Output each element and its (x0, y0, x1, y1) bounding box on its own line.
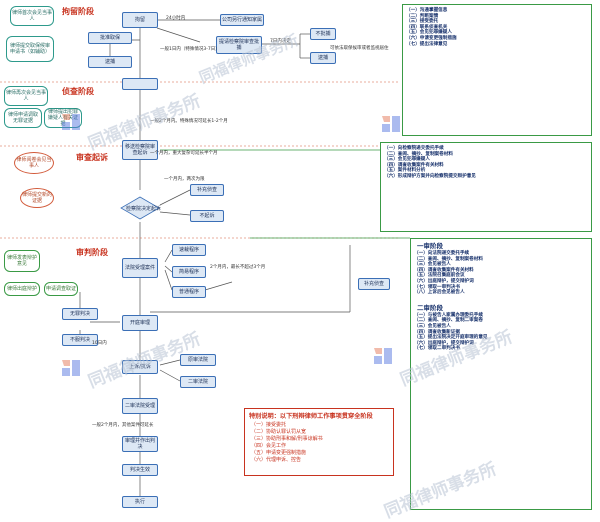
box-dissatisfied-judgment: 不服判决 (62, 334, 98, 346)
box-original-court: 原审法院 (180, 354, 216, 366)
panel-review-line-1: （一）向检察院递交委托手续 (384, 146, 444, 151)
anno-bail-note: 可依法取保候审或者监视居住 (330, 46, 389, 51)
stage-trial-label: 审判阶段 (76, 248, 108, 257)
special-note-item-3: （三）协助刑事和解/刑事谅解书 (251, 436, 323, 442)
box-court-accept: 法院受理案件 (122, 258, 158, 278)
box-investigation-node (122, 78, 158, 90)
box-trial-judgment: 审理并作出判决 (122, 436, 158, 452)
box-ordinary-procedure: 普通程序 (172, 286, 206, 298)
panel-first-line-7: （七）领取一审判决书 (414, 284, 460, 290)
box-not-guilty-judgment: 无罪判决 (62, 308, 98, 320)
special-note-item-6: （六）代理申诉、控告 (251, 457, 302, 463)
note-second-meeting: 律师再次会见当事人 (4, 86, 48, 106)
panel-top-line-1: （一）沟通掌握信息 (406, 8, 448, 13)
box-second-court: 二审法院 (180, 376, 216, 388)
panel-review-line-4: （四）调查收集案件有关材料 (384, 162, 444, 168)
box-appeal: 上诉/抗诉 (122, 360, 158, 374)
note-investigation-request: 申请调查取证 (44, 282, 78, 296)
panel-top-line-7: （七）提出法律意见 (406, 41, 448, 47)
box-notify-family: 公司另行通知家属 (220, 14, 264, 26)
box-enforce: 执行 (122, 496, 158, 508)
panel-first-line-5: （五）法院召集庭前会议 (414, 273, 465, 279)
panel-second-line-2: （二）查阅、摘抄、复制二审案卷 (414, 318, 483, 324)
panel-top-line-3: （三）接受委托 (406, 19, 439, 25)
note-provide-evidence: 律师提出犯罪嫌疑人有关证据 (44, 108, 82, 128)
anno-2-months: 一般2个月内。特殊情况可延长1-2个月 (150, 119, 228, 124)
panel-top-line-6: （六）申请变更强制措施 (406, 35, 457, 41)
panel-first-line-6: （六）出庭辩护，提交辩护词 (414, 278, 474, 284)
box-supplement-investigation-2: 补充侦查 (358, 278, 390, 290)
panel-top-line-5: （五）会见犯罪嫌疑人 (406, 30, 452, 36)
stage-review-label: 审查起诉 (76, 153, 108, 162)
panel-review-tasks: （一）向检察院递交委托手续 （二）查阅、摘抄、复制案卷材料 （三）会见犯罪嫌疑人… (380, 142, 592, 232)
panel-second-line-7: （七）领取二审判决书 (414, 346, 460, 352)
anno-1-3-days: 一般1日内（特殊情况3-7日） (160, 47, 220, 52)
anno-10-days: 10日内 (92, 341, 107, 346)
panel-second-line-5: （五）提出法院决定开庭审理的意见 (414, 335, 488, 341)
panel-first-line-1: （一）向法院递交委托手续 (414, 251, 470, 256)
panel-review-line-2: （二）查阅、摘抄、复制案卷材料 (384, 151, 453, 157)
panel-first-line-8: （八）上诉后会见被告人 (414, 290, 465, 296)
anno-1-month: 一个月内，重大复杂可延长半个月 (150, 151, 218, 156)
box-supplement-investigation: 补充侦查 (190, 184, 224, 196)
panel-trial-tasks: 一审阶段 （一）向法院递交委托手续 （二）查阅、摘抄、复制案卷材料 （三）会见被… (410, 238, 592, 510)
special-note-item-5: （五）申请变更强制措施 (251, 450, 307, 456)
anno-7-days: 7日内决定 (270, 39, 291, 44)
box-trial: 开庭审理 (122, 315, 158, 331)
panel-second-line-6: （六）出庭辩护，提交辩护词 (414, 340, 474, 346)
panel-top-line-4: （四）联系侦查机关 (406, 24, 448, 30)
panel-review-line-5: （五）案件材料分析 (384, 168, 426, 174)
box-summary-procedure: 简易程序 (172, 266, 206, 278)
box-arrest: 逮捕 (310, 52, 336, 64)
note-new-evidence: 律师提交新的证据 (20, 188, 54, 208)
decision-diamond (120, 196, 160, 220)
box-detain: 拘留 (122, 12, 158, 28)
special-note-title: 特别说明：以下刑辩律师工作事项贯穿全阶段 (249, 413, 373, 420)
stage-investigation-label: 侦查阶段 (62, 87, 94, 96)
panel-review-line-3: （三）会见犯罪嫌疑人 (384, 157, 430, 163)
special-note-box: 特别说明：以下刑辩律师工作事项贯穿全阶段 （一）接受委托 （二）协助认罪认罚从宽… (244, 408, 394, 476)
panel-first-instance-title: 一审阶段 (417, 242, 443, 250)
anno-second-months: 一般2个月内，其他案件可延长 (92, 423, 154, 428)
panel-review-line-6: （六）形成辩护方案并向检察院提交辩护意见 (384, 173, 476, 179)
box-submit-arrest-review: 提请检察院审查批捕 (216, 36, 262, 54)
panel-investigation-tasks: （一）沟通掌握信息 （二）判断案情 （三）接受委托 （四）联系侦查机关 （五）会… (402, 4, 592, 136)
anno-24h: 24小时内 (166, 16, 186, 21)
box-judgment-effective: 判决生效 (122, 464, 158, 476)
decision-label: 检察院决定起诉 (126, 206, 162, 212)
note-defense-opinion: 律师发表辩护意见 (4, 250, 40, 272)
panel-second-line-4: （四）调查收集新证据 (414, 329, 460, 335)
note-request-evidence: 律师申请调取无罪证据 (4, 108, 42, 128)
box-second-trial-accept: 二审法院受理 (122, 398, 158, 414)
anno-1-month-supp: 一个月内，两次为限 (164, 177, 205, 182)
note-court-defense: 律师出庭辩护 (4, 282, 40, 296)
box-simplified-procedure: 速裁程序 (172, 244, 206, 256)
panel-second-instance-title: 二审阶段 (417, 303, 443, 312)
panel-first-line-4: （四）调查收集案件有关材料 (414, 267, 474, 273)
special-note-item-2: （二）协助认罪认罚从宽 (251, 429, 307, 435)
panel-top-line-2: （二）判断案情 (406, 13, 439, 19)
panel-first-line-2: （二）查阅、摘抄、复制案卷材料 (414, 256, 483, 262)
panel-second-line-1: （一）与被告人家属办理委托手续 (414, 312, 483, 318)
box-release-bail: 批准取保 (88, 32, 132, 44)
box-not-arrest: 不批捕 (310, 28, 336, 40)
special-note-item-4: （四）会见工作 (251, 443, 287, 449)
special-note-item-1: （一）接受委托 (251, 422, 287, 428)
box-not-prosecute: 不起诉 (190, 210, 224, 222)
box-review-transfer: 移送检察院审查起诉 (122, 140, 158, 160)
note-review-meeting: 律师阅卷会见当事人 (14, 152, 54, 174)
stage-detention-label: 拘留阶段 (62, 7, 94, 16)
anno-trial-months: 2个月内，最长不超过3个月 (210, 265, 266, 270)
panel-second-line-3: （三）会见被告人 (414, 323, 451, 329)
box-arrest-approval: 逮捕 (88, 56, 132, 68)
panel-first-line-3: （三）会见被告人 (414, 262, 451, 268)
note-bail-application: 律师提交取保候审申请书（如辅助） (6, 36, 54, 62)
note-first-meeting: 律师首次会见当事人 (10, 6, 54, 26)
